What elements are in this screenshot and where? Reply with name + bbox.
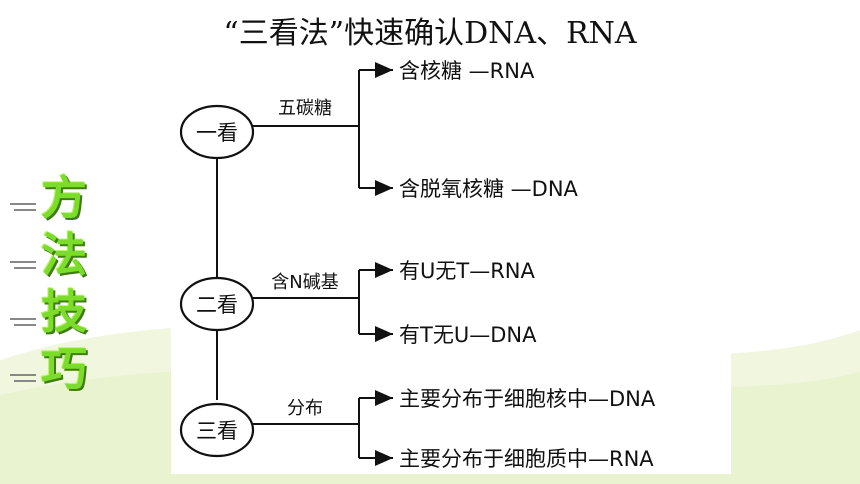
diagram-card: 一看 五碳糖 含核糖 —RNA 含脱氧核糖 —DNA 二看 含N碱基 有U无T—… [171, 48, 731, 474]
step-two-criterion: 含N碱基 [271, 272, 338, 293]
step-one-label: 一看 [196, 121, 238, 145]
step-one-circle [179, 104, 255, 160]
page-title: “三看法”快速确认DNA、RNA [223, 16, 637, 51]
step-two-outcome-1: 有U无T—RNA [399, 259, 535, 283]
step-two-label: 二看 [196, 293, 238, 317]
step-three: 三看 分布 主要分布于细胞核中—DNA 主要分布于细胞质中—RNA [179, 387, 656, 471]
flow-diagram: 一看 五碳糖 含核糖 —RNA 含脱氧核糖 —DNA 二看 含N碱基 有U无T—… [179, 59, 656, 471]
step-three-criterion: 分布 [287, 398, 323, 419]
step-two-circle [179, 276, 255, 332]
step-three-outcome-2: 主要分布于细胞质中—RNA [399, 447, 654, 471]
step-three-circle [179, 402, 255, 458]
step-three-label: 三看 [196, 419, 238, 443]
step-one-outcome-2: 含脱氧核糖 —DNA [399, 177, 579, 201]
side-label-panel: 方法技巧 [6, 170, 126, 410]
method-tip-label: 方法技巧 [41, 171, 87, 396]
step-one: 一看 五碳糖 含核糖 —RNA 含脱氧核糖 —DNA [179, 59, 579, 201]
step-two: 二看 含N碱基 有U无T—RNA 有T无U—DNA [179, 259, 537, 347]
step-two-outcome-2: 有T无U—DNA [399, 323, 537, 347]
step-one-criterion: 五碳糖 [278, 98, 332, 119]
arrow-decoration-icon [10, 203, 36, 382]
step-three-outcome-1: 主要分布于细胞核中—DNA [399, 387, 656, 411]
step-one-outcome-1: 含核糖 —RNA [399, 59, 535, 83]
